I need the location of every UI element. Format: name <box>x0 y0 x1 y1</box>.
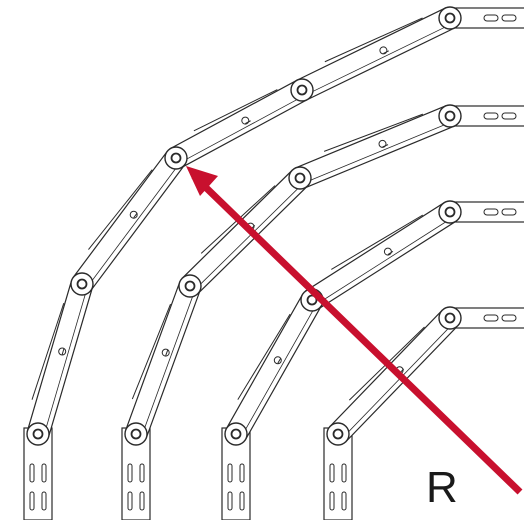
pivot-bolt <box>438 306 462 330</box>
pivot-bolt <box>288 166 312 190</box>
chain-link <box>26 280 94 438</box>
pivot-bolt <box>178 274 202 298</box>
pivot-bolt <box>26 422 50 446</box>
pivot-bolt <box>224 422 248 446</box>
pivot-bolt <box>124 422 148 446</box>
third-arc-assembly <box>221 200 524 520</box>
pivot-bolt <box>326 422 350 446</box>
inner-arc-assembly <box>323 306 524 520</box>
chain-link <box>225 293 323 441</box>
second-arc-assembly <box>121 104 524 520</box>
pivot-bolt <box>438 200 462 224</box>
pivot-bolt <box>164 146 188 170</box>
radius-label: R <box>426 463 458 512</box>
pivot-bolt <box>438 6 462 30</box>
pivot-bolt <box>300 288 324 312</box>
outer-arc-assembly <box>23 6 524 520</box>
chain-link <box>169 79 309 169</box>
pivot-bolt <box>438 104 462 128</box>
chain-link <box>295 105 455 189</box>
chain-link <box>296 7 456 101</box>
chain-link <box>124 281 202 439</box>
chain-link <box>305 201 457 311</box>
chain-link <box>72 150 186 292</box>
radius-arrow <box>191 173 523 495</box>
pivot-bolt <box>70 272 94 296</box>
chain-assemblies <box>23 6 524 520</box>
radius-arrowhead <box>186 166 218 196</box>
pivot-bolt <box>290 78 314 102</box>
